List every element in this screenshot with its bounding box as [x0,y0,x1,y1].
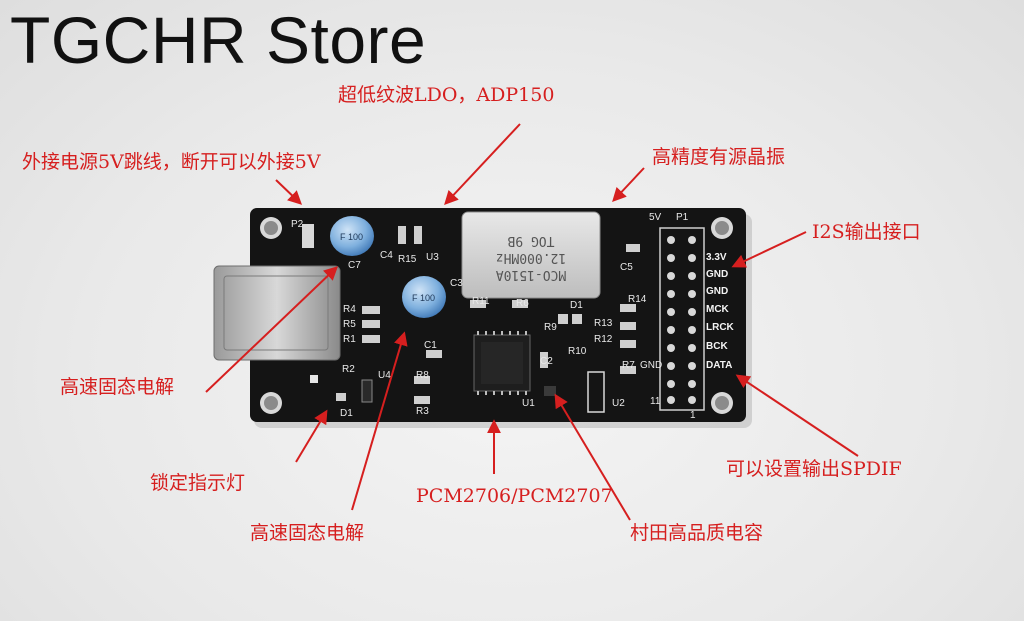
solid-capacitor-middle: F 100 [402,276,446,318]
silk-c3: C3 [450,278,463,289]
pcm-chip [473,334,531,392]
callout-oscillator: 高精度有源晶振 [652,146,786,168]
callout-murata: 村田高品质电容 [630,522,764,544]
crystal-line-2: 12.000MHz [496,250,566,265]
silk-p1: P1 [676,212,689,223]
callout-ldo: 超低纹波LDO，ADP150 [338,84,555,106]
arrow-i2s [731,231,807,268]
arrow-oscillator [612,167,645,203]
callout-i2s: I2S输出接口 [812,221,921,243]
silk-d1: D1 [340,408,353,419]
arrow-murata [554,393,631,521]
callout-jumper: 外接电源5V跳线，断开可以外接5V [22,151,321,173]
pin-label-mck: MCK [706,304,729,315]
svg-text:F 100: F 100 [412,293,435,303]
silk-r6: R6 [516,298,529,309]
arrow-ldo [444,123,521,206]
callout-spdif: 可以设置输出SPDIF [726,458,902,480]
pin-label-data: DATA [706,360,733,371]
silk-c5: C5 [620,262,633,273]
arrow-solid-cap-left [205,266,339,393]
silk-r3: R3 [416,406,429,417]
silk-r4: R4 [343,304,356,315]
pin-label-3v3: 3.3V [706,252,727,263]
pin-header [659,227,705,411]
silk-5v: 5V [649,212,662,223]
silk-u3: U3 [426,252,439,263]
crystal-line-3: MCO-1510A [496,267,567,282]
silk-r11: R11 [472,296,490,307]
silk-u1: U1 [522,398,535,409]
arrow-jumper [275,179,303,205]
callout-solid-cap-left: 高速固态电解 [60,376,175,398]
silk-r13: R13 [594,318,613,329]
pin-label-gnd-2: GND [706,286,729,297]
silk-r1: R1 [343,334,356,345]
callout-solid-cap-bottom: 高速固态电解 [250,522,365,544]
silk-gnd: GND [640,360,663,371]
silk-u2: U2 [612,398,625,409]
u2-chip [587,371,605,413]
silk-11: 11 [650,396,661,407]
chip-pins [477,331,527,395]
silk-c2: C2 [540,356,553,367]
silk-r9: R9 [544,322,557,333]
silk-r8: R8 [416,370,429,381]
arrow-spdif [735,374,859,457]
silk-r10: R10 [568,346,587,357]
store-title: TGCHR Store [10,3,427,77]
pin-label-bck: BCK [706,341,728,352]
callout-arrows [205,123,859,521]
mounting-holes [260,217,733,414]
silk-d1-top: D1 [570,300,583,311]
crystal-line-1: TOG 9B [507,233,554,248]
callout-chip: PCM2706/PCM2707 [416,485,613,507]
jumper-p2 [302,224,314,248]
silk-c7: C7 [348,260,361,271]
silk-r5: R5 [343,319,356,330]
silk-u4: U4 [378,370,391,381]
solid-capacitor-top: F 100 [330,216,374,256]
crystal-oscillator: TOG 9B 12.000MHz MCO-1510A [461,211,601,299]
usb-b-connector [213,265,341,361]
callout-lock-led: 锁定指示灯 [150,472,246,494]
pin-label-gnd-1: GND [706,269,729,280]
silk-c4: C4 [380,250,393,261]
silk-p2: P2 [291,219,304,230]
silk-r15: R15 [398,254,417,265]
silk-1: 1 [690,410,696,421]
arrow-solid-cap-bottom [351,331,408,511]
arrow-lock-led [295,409,328,463]
silk-c1: C1 [424,340,437,351]
silk-r7: R7 [622,360,635,371]
pin-label-lrck: LRCK [706,322,734,333]
svg-text:F 100: F 100 [340,232,363,242]
smd-components [310,226,640,404]
silk-r2: R2 [342,364,355,375]
silk-r14: R14 [628,294,647,305]
silk-r12: R12 [594,334,613,345]
